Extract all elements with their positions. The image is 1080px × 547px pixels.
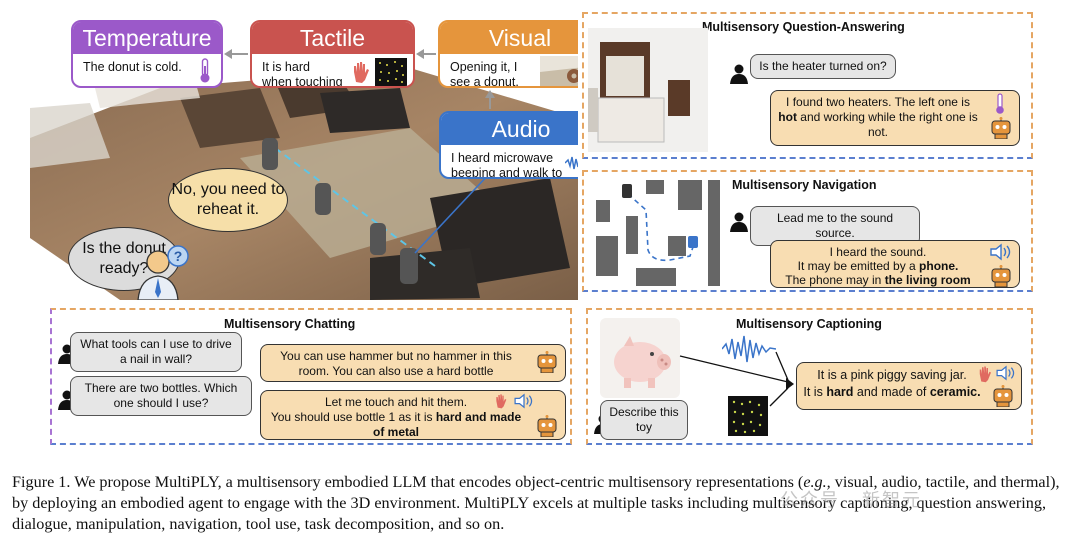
caption-text-1: We propose MultiPLY, a multisensory embo…	[74, 473, 804, 491]
chat-answer-1: You can use hammer but no hammer in this…	[260, 344, 566, 382]
hand-icon	[354, 62, 369, 83]
robot-icon	[991, 265, 1011, 287]
tactile-map-icon	[728, 396, 768, 436]
thermometer-icon	[200, 58, 210, 83]
caption-arrows	[679, 351, 794, 407]
visual-box: Visual Opening it, I see a donut.	[438, 20, 578, 88]
tactile-text: It is hard when touching it.	[252, 54, 413, 86]
qa-question: Is the heater turned on?	[750, 54, 896, 79]
hand-icon	[979, 366, 991, 383]
cap-answer: It is a pink piggy saving jar. It is har…	[796, 362, 1022, 410]
donut-photo-icon	[540, 56, 578, 86]
audio-box: Audio I heard microwave beeping and walk…	[439, 111, 578, 179]
waveform-icon	[722, 335, 776, 363]
temperature-title: Temperature	[73, 22, 221, 54]
panel-question-answering: Multisensory Question-Answering Is the h…	[582, 12, 1033, 159]
nav-question: Lead me to the sound source.	[750, 206, 920, 246]
temperature-box: Temperature The donut is cold.	[71, 20, 223, 88]
cap-title: Multisensory Captioning	[736, 317, 882, 331]
panel-navigation: Multisensory Navigation Lead me to the s…	[582, 170, 1033, 292]
figure: Temperature The donut is cold. Tactile I…	[30, 8, 1033, 445]
robot-icon	[537, 415, 557, 437]
speaker-icon	[990, 243, 1011, 261]
robot-icon	[537, 351, 557, 373]
user-icon	[730, 212, 748, 232]
panel-chatting: Multisensory Chatting What tools can I u…	[50, 308, 572, 445]
figure-caption: Figure 1. We propose MultiPLY, a multise…	[12, 472, 1072, 535]
bedroom-photo	[588, 28, 708, 152]
chat-question-2: There are two bottles. Which one should …	[70, 376, 252, 416]
robot-icon	[991, 117, 1011, 139]
chat-answer-2: Let me touch and hit them. You should us…	[260, 390, 566, 440]
qa-title: Multisensory Question-Answering	[702, 20, 905, 34]
figure-label: Figure 1.	[12, 473, 71, 491]
chat-title: Multisensory Chatting	[224, 317, 356, 331]
nav-title: Multisensory Navigation	[732, 178, 877, 192]
caption-text-2: visual, audio, tactile, and thermal), by…	[12, 473, 1060, 533]
user-icon	[730, 64, 748, 84]
temperature-text: The donut is cold.	[73, 54, 221, 83]
tactile-map-icon	[375, 58, 407, 86]
svg-text:?: ?	[174, 248, 183, 264]
floor-map	[596, 180, 720, 286]
chat-question-1: What tools can I use to drive a nail in …	[70, 332, 242, 372]
agent-speech-bubble: No, you need to reheat it.	[168, 168, 288, 232]
qa-answer: I found two heaters. The left one is hot…	[770, 90, 1020, 146]
speaker-icon	[996, 365, 1015, 381]
audio-text: I heard microwave beeping and walk to it…	[441, 145, 578, 177]
tactile-title: Tactile	[252, 22, 413, 54]
watermark: 公众号 · 新智元	[780, 490, 922, 510]
human-icon: ?	[137, 245, 189, 300]
speaker-icon	[514, 393, 533, 409]
scene-render: Temperature The donut is cold. Tactile I…	[30, 8, 578, 300]
hand-icon	[496, 394, 507, 409]
visual-title: Visual	[440, 22, 578, 54]
nav-answer: I heard the sound. It may be emitted by …	[770, 240, 1020, 288]
sense-arrows	[224, 49, 495, 109]
waveform-icon	[565, 156, 578, 170]
piggy-bank-photo	[600, 318, 680, 398]
cap-question: Describe this toy	[600, 400, 688, 440]
caption-eg: e.g.,	[803, 473, 831, 491]
robot-icon	[993, 385, 1013, 407]
tactile-box: Tactile It is hard when touching it.	[250, 20, 415, 88]
panel-captioning: Multisensory Captioning Describe this to…	[586, 308, 1033, 445]
visual-text: Opening it, I see a donut.	[440, 54, 578, 86]
audio-title: Audio	[441, 113, 578, 145]
thermometer-icon	[996, 93, 1004, 114]
